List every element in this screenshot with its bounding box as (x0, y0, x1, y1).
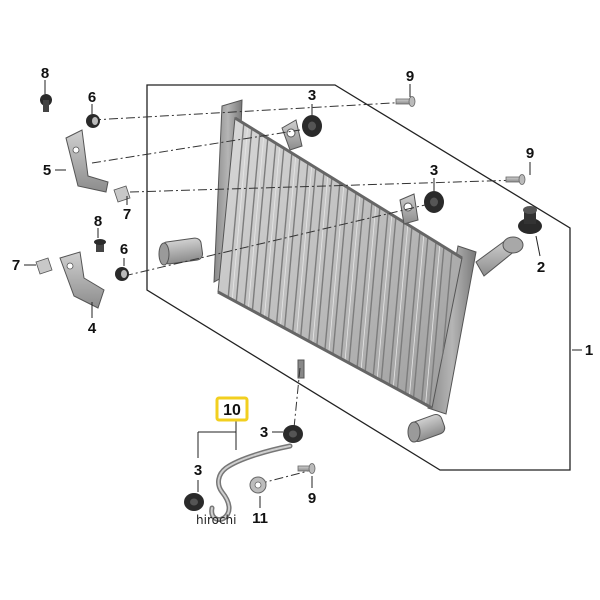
callout-9-upper: 9 (406, 68, 414, 85)
nut-lower (115, 267, 129, 281)
bolt-lower (297, 463, 316, 474)
grommet-middle (424, 191, 444, 213)
bracket-upper (65, 129, 109, 193)
watermark-text: hirochi (196, 513, 237, 527)
radiator-cap (518, 206, 542, 234)
clip-upper (40, 94, 52, 112)
callout-1: 1 (585, 342, 593, 359)
callout-5: 5 (43, 162, 51, 179)
bolt-middle (505, 174, 526, 185)
speed-nut-upper (113, 185, 131, 203)
grommet-upper (302, 115, 322, 137)
grommet-lower (283, 425, 303, 443)
lower-mounting-pin (297, 359, 305, 379)
callout-9-lower: 9 (308, 490, 316, 507)
callout-9-middle: 9 (526, 145, 534, 162)
callout-6-upper: 6 (88, 89, 96, 106)
callout-6-lower: 6 (120, 241, 128, 258)
highlight-box-10 (215, 396, 249, 422)
callout-3-middle: 3 (430, 162, 438, 179)
callout-10: 10 (223, 402, 241, 419)
speed-nut-lower (35, 257, 53, 275)
washer (249, 476, 267, 494)
callout-11: 11 (252, 510, 268, 527)
clip-lower (94, 239, 106, 252)
callout-labels: 8 6 5 7 8 6 7 4 3 3 9 9 2 1 10 3 3 9 11 (12, 65, 593, 527)
callout-3-lower: 3 (260, 424, 268, 441)
outlet-pipe-right-top (475, 236, 524, 277)
callout-2: 2 (537, 259, 545, 276)
alignment-lines (91, 101, 521, 485)
bracket-lower (59, 251, 105, 309)
inlet-pipe-left (158, 237, 204, 266)
callout-8-upper: 8 (41, 65, 49, 82)
radiator-fins (227, 118, 454, 408)
grommet-bottom-left (184, 493, 204, 511)
assembly-frame (146, 84, 571, 471)
callout-4: 4 (88, 320, 97, 337)
outlet-pipe-right-bottom (407, 413, 446, 443)
nut-upper (86, 114, 100, 128)
callout-7-lower: 7 (12, 257, 20, 274)
mounting-tab-upper (281, 119, 303, 151)
radiator-assembly (158, 99, 524, 443)
callout-8-lower: 8 (94, 213, 102, 230)
leader-lines (24, 80, 582, 508)
hose-bracket (209, 443, 293, 523)
bolt-upper (395, 96, 416, 107)
callout-3-bottom-left: 3 (194, 462, 202, 479)
callout-7-upper: 7 (123, 206, 131, 223)
callout-3-upper: 3 (308, 87, 316, 104)
